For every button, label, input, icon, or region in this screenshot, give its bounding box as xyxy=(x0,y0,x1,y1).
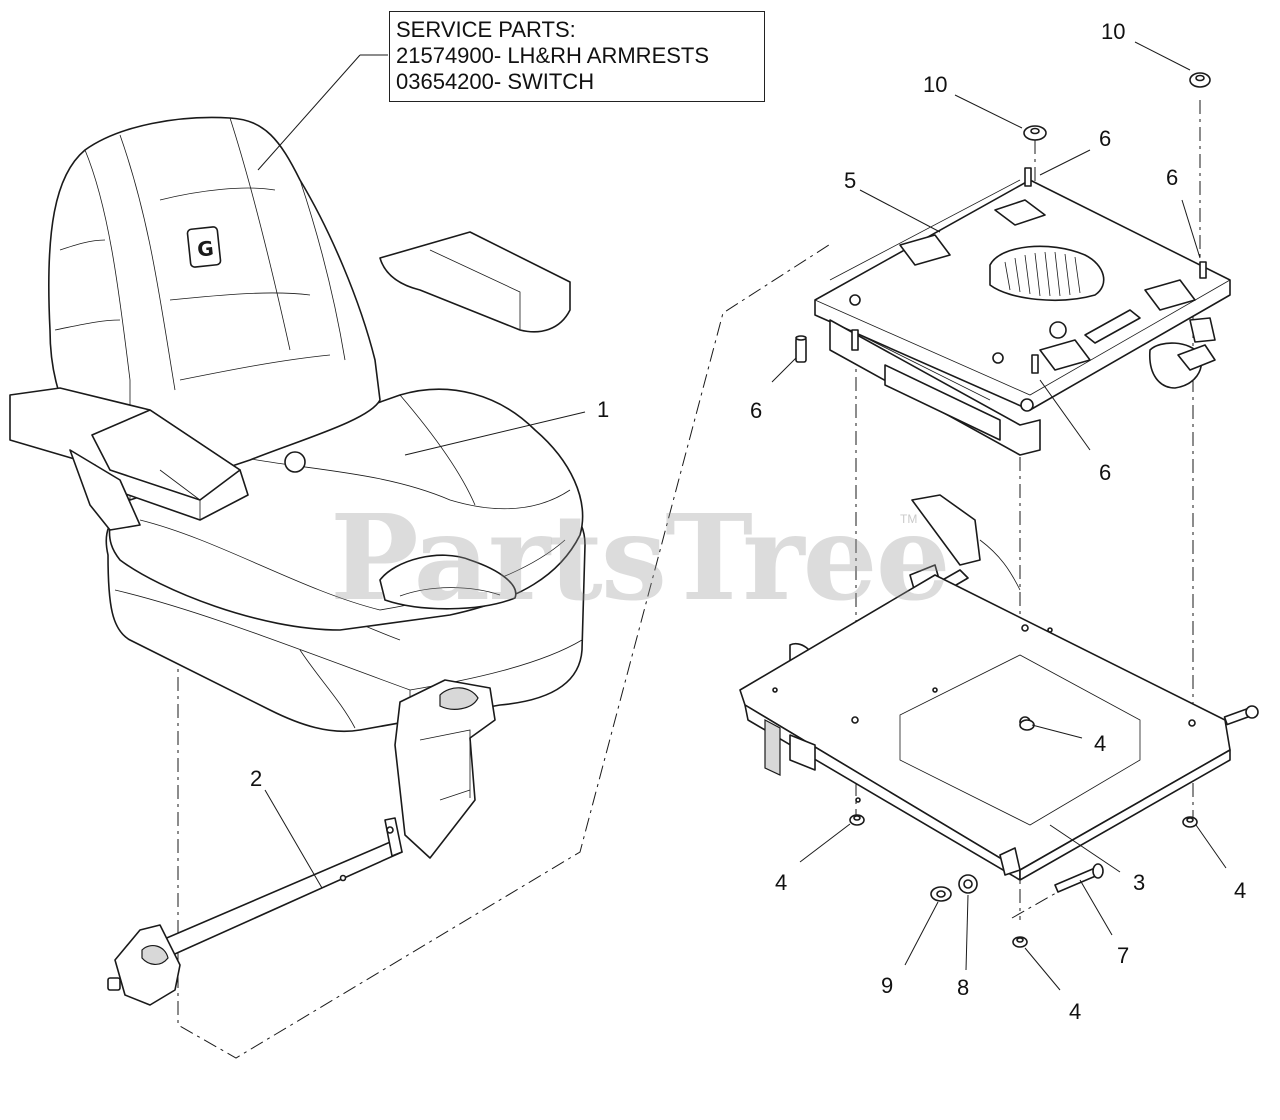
washers-part-10 xyxy=(1023,72,1211,141)
callout-8: 8 xyxy=(957,975,970,1000)
callout-2: 2 xyxy=(250,766,263,791)
callout-4-right: 4 xyxy=(1234,878,1247,903)
callout-6-top: 6 xyxy=(1099,126,1112,151)
callout-3: 3 xyxy=(1133,870,1146,895)
callout-4-bottom: 4 xyxy=(1069,999,1082,1024)
leader-lines xyxy=(257,41,1227,991)
seat-part-1: G xyxy=(9,116,586,733)
service-part-switch: 03654200- SWITCH xyxy=(396,69,595,94)
callout-5: 5 xyxy=(844,168,857,193)
suspension-part-5 xyxy=(814,167,1231,456)
service-parts-heading: SERVICE PARTS: xyxy=(396,17,576,42)
service-part-armrests: 21574900- LH&RH ARMRESTS xyxy=(396,43,710,68)
mounting-plate-part-3 xyxy=(739,494,1259,881)
service-parts-box: SERVICE PARTS: 21574900- LH&RH ARMRESTS … xyxy=(389,11,765,102)
callout-4-plate-center: 4 xyxy=(1094,731,1107,756)
callout-1: 1 xyxy=(597,397,610,422)
callout-4-left: 4 xyxy=(775,870,788,895)
callout-10-left: 10 xyxy=(923,72,948,97)
partstree-watermark: PartsTree xyxy=(330,488,951,627)
callout-7: 7 xyxy=(1117,943,1130,968)
callout-6-bottom: 6 xyxy=(1099,460,1112,485)
callout-10-right: 10 xyxy=(1101,19,1126,44)
callout-9: 9 xyxy=(881,973,894,998)
callout-6-left: 6 xyxy=(750,398,763,423)
svg-text:G: G xyxy=(196,236,215,262)
callout-6-right: 6 xyxy=(1166,165,1179,190)
stud-part-6 xyxy=(795,335,807,363)
hardware-parts-4-7-8-9 xyxy=(849,719,1198,948)
switch-bracket-part-2 xyxy=(107,679,496,1006)
trademark-mark: TM xyxy=(900,512,918,526)
